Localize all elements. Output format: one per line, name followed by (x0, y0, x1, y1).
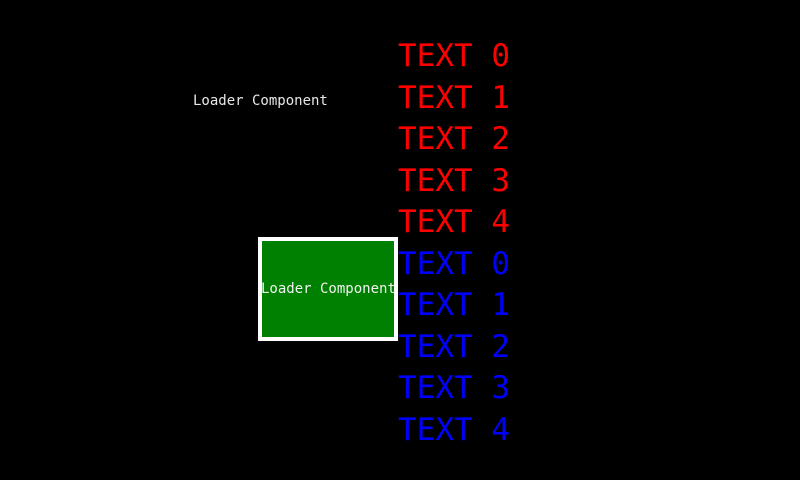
text-row-blue-2: TEXT 2 (398, 328, 510, 365)
text-row-blue-4: TEXT 4 (398, 411, 510, 448)
boxed-loader-component: Loader Component (258, 237, 398, 341)
plain-loader-label: Loader Component (193, 93, 328, 109)
text-row-red-1: TEXT 1 (398, 79, 510, 116)
boxed-loader-label: Loader Component (261, 281, 396, 297)
text-row-red-0: TEXT 0 (398, 38, 510, 74)
text-row-blue-3: TEXT 3 (398, 370, 510, 406)
text-row-red-2: TEXT 2 (398, 121, 510, 157)
text-row-red-4: TEXT 4 (398, 204, 510, 240)
text-row-blue-1: TEXT 1 (398, 287, 510, 323)
text-list: TEXT 0 TEXT 1 TEXT 2 TEXT 3 TEXT 4 TEXT … (398, 36, 598, 451)
text-row-red-3: TEXT 3 (398, 162, 510, 199)
text-row-blue-0: TEXT 0 (398, 245, 510, 282)
